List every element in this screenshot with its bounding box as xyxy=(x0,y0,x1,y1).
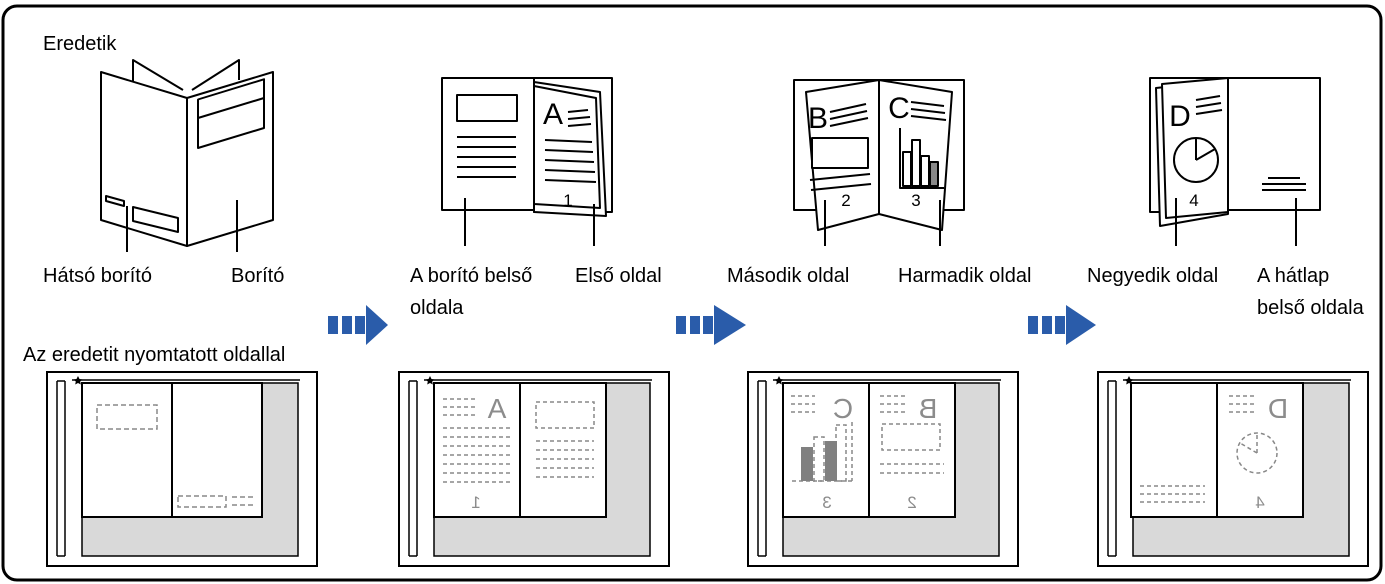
next-step-arrow xyxy=(676,305,746,345)
page-number-2: 2 xyxy=(841,191,850,210)
page-number-4: 4 xyxy=(1189,191,1198,210)
label-inside-front-cover-line2: oldala xyxy=(410,297,464,319)
scan-page-letter-c: C xyxy=(833,393,853,424)
scan-page-number-1: 1 xyxy=(471,493,480,512)
book-pages-a-illustration xyxy=(441,77,613,246)
label-inside-back-cover-line2: belső oldala xyxy=(1257,297,1364,319)
scan-glass-4 xyxy=(1097,371,1369,567)
book-pages-bc-illustration xyxy=(793,79,965,246)
label-cover: Borító xyxy=(231,265,285,287)
scan-page-letter-d: D xyxy=(1268,393,1288,424)
page-letter-c: C xyxy=(888,92,910,125)
label-inside-back-cover-line1: A hátlap xyxy=(1257,265,1330,287)
label-back-cover: Hátsó borító xyxy=(43,265,152,287)
scan-page-number-3: 3 xyxy=(822,493,831,512)
book-cover-illustration xyxy=(100,59,274,252)
scan-page-letter-a: A xyxy=(487,393,506,424)
printed-side-heading: Az eredetit nyomtatott oldallal xyxy=(23,344,286,366)
scan-page-number-4: 4 xyxy=(1255,493,1264,512)
page-letter-d: D xyxy=(1169,100,1191,133)
page-letter-b: B xyxy=(808,102,828,135)
scan-page-letter-b: B xyxy=(919,393,938,424)
scan-glass-1 xyxy=(46,371,318,567)
originals-heading: Eredetik xyxy=(43,33,117,55)
outer-frame xyxy=(1,4,1383,582)
page-number-3: 3 xyxy=(911,191,920,210)
scan-page-number-2: 2 xyxy=(907,493,916,512)
label-fourth-page: Negyedik oldal xyxy=(1087,265,1219,287)
page-number-1: 1 xyxy=(563,191,572,210)
book-page-d-illustration xyxy=(1149,77,1321,246)
label-third-page: Harmadik oldal xyxy=(898,265,1032,287)
label-first-page: Első oldal xyxy=(575,265,662,287)
next-step-arrow xyxy=(328,305,388,345)
next-step-arrow xyxy=(1028,305,1096,345)
label-second-page: Második oldal xyxy=(727,265,850,287)
scan-glass-2 xyxy=(398,371,670,567)
label-inside-front-cover-line1: A borító belső xyxy=(410,265,533,287)
scan-glass-3 xyxy=(747,371,1019,567)
page-letter-a: A xyxy=(543,98,563,131)
